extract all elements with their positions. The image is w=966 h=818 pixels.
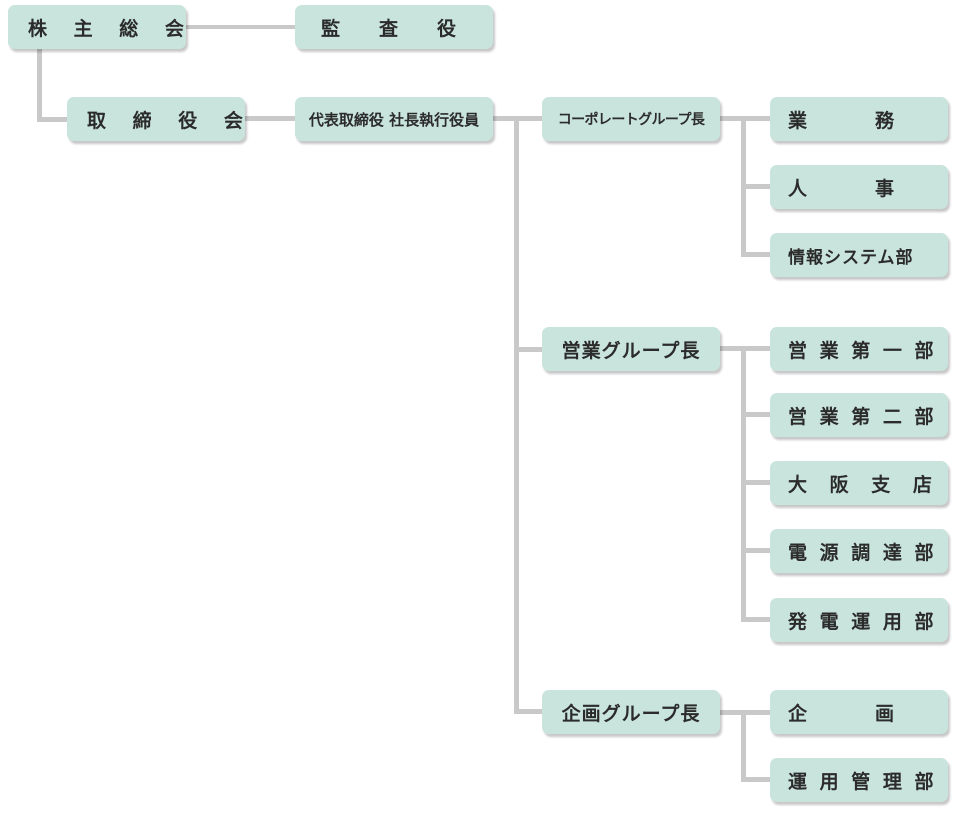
- board-label: 取 締 役 会: [87, 109, 245, 132]
- department-label: 営 業 第 二 部: [788, 405, 937, 428]
- department-box: 営 業 第 一 部: [770, 327, 948, 371]
- auditor-label: 監 査 役: [321, 17, 467, 40]
- department-box: 運 用 管 理 部: [770, 758, 948, 802]
- department-label: 業 務 部: [788, 109, 948, 132]
- connector-corporate-dept: [741, 252, 770, 257]
- president-label: 代表取締役 社長執行役員: [308, 110, 480, 129]
- group-head-corporate: コーポレートグループ長: [542, 97, 720, 141]
- department-label: 運 用 管 理 部: [788, 770, 937, 793]
- department-label: 人 事 部: [788, 177, 948, 200]
- connector-trunk-planning: [514, 709, 542, 714]
- shareholders-meeting-box: 株 主 総 会: [8, 5, 186, 49]
- auditor-box: 監 査 役: [295, 5, 493, 49]
- department-box: 情報システム部: [770, 233, 948, 277]
- group-head-label: コーポレートグループ長: [557, 112, 705, 128]
- president-box: 代表取締役 社長執行役員: [295, 97, 493, 141]
- department-label: 発 電 運 用 部: [788, 610, 937, 633]
- department-label: 大 阪 支 店: [788, 473, 940, 496]
- shareholders-meeting-label: 株 主 総 会: [28, 17, 186, 40]
- connector-sales-dept: [741, 480, 770, 485]
- connector-trunk-sales: [514, 347, 542, 352]
- connector-sales-dept: [741, 412, 770, 417]
- group-head-label: 企画グループ長: [561, 702, 701, 725]
- department-box: 営 業 第 二 部: [770, 393, 948, 437]
- connector-corporate-dept: [741, 184, 770, 189]
- group-head-label: 営業グループ長: [561, 339, 701, 362]
- connector-groups-trunk: [514, 118, 519, 714]
- department-box: 業 務 部: [770, 97, 948, 141]
- department-label: 営 業 第 一 部: [788, 339, 937, 362]
- connector-shareholders-auditor: [185, 25, 295, 29]
- connector-shareholders-board: [37, 47, 42, 122]
- department-label: 企 画 部: [788, 702, 948, 725]
- group-head-sales: 営業グループ長: [542, 327, 720, 371]
- board-box: 取 締 役 会: [67, 97, 245, 141]
- connector-sales-trunk: [741, 348, 746, 622]
- connector-shareholders-board: [37, 117, 69, 122]
- connector-board-president: [245, 116, 295, 121]
- department-box: 人 事 部: [770, 165, 948, 209]
- department-label: 情報システム部: [788, 247, 914, 268]
- connector-planning-dept: [741, 777, 770, 782]
- connector-planning-trunk: [741, 712, 746, 782]
- connector-sales-dept: [741, 548, 770, 553]
- connector-sales-dept: [741, 617, 770, 622]
- department-label: 電 源 調 達 部: [788, 541, 937, 564]
- department-box: 発 電 運 用 部: [770, 598, 948, 642]
- department-box: 電 源 調 達 部: [770, 529, 948, 573]
- group-head-planning: 企画グループ長: [542, 690, 720, 734]
- department-box: 企 画 部: [770, 690, 948, 734]
- department-box: 大 阪 支 店: [770, 461, 948, 505]
